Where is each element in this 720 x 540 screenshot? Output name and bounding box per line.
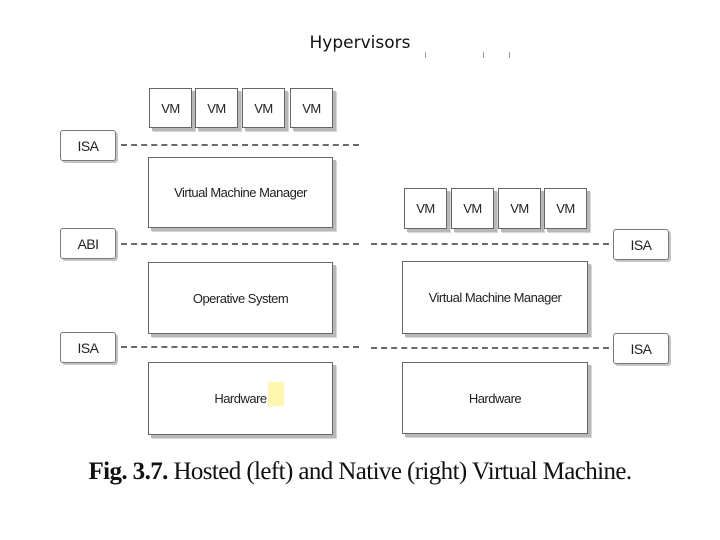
native-vm-box: VM — [544, 188, 587, 229]
hosted-vm-box: VM — [242, 88, 285, 128]
hosted-vm-box: VM — [149, 88, 192, 128]
native-vm-box: VM — [451, 188, 494, 229]
native-hardware-layer: Hardware — [402, 362, 588, 434]
text-highlight-mark — [268, 382, 284, 406]
hosted-abi-label: ABI — [60, 228, 116, 259]
figure-caption: Fig. 3.7. Hosted (left) and Native (righ… — [0, 458, 720, 486]
native-vm-box: VM — [498, 188, 541, 229]
cropped-text-fragment — [425, 52, 429, 58]
figure-number: Fig. 3.7. — [88, 458, 168, 485]
hosted-isa-lower-label: ISA — [60, 332, 116, 363]
hosted-isa-lower-divider — [121, 346, 359, 348]
native-isa-lower-label: ISA — [613, 333, 669, 364]
native-vmm-layer: Virtual Machine Manager — [402, 261, 588, 334]
hosted-vm-box: VM — [290, 88, 333, 128]
cropped-text-fragment — [483, 52, 487, 58]
hosted-hardware-layer: Hardware — [148, 362, 333, 435]
native-isa-upper-divider — [371, 243, 609, 245]
native-isa-upper-label: ISA — [613, 229, 669, 260]
hosted-isa-upper-divider — [121, 144, 359, 146]
page-title: Hypervisors — [309, 33, 411, 53]
native-isa-lower-divider — [371, 347, 609, 349]
hosted-os-layer: Operative System — [148, 262, 333, 334]
native-vm-box: VM — [404, 188, 447, 229]
hosted-abi-divider — [121, 243, 359, 245]
hosted-vm-box: VM — [195, 88, 238, 128]
figure-caption-text: Hosted (left) and Native (right) Virtual… — [173, 458, 632, 485]
hosted-isa-upper-label: ISA — [60, 130, 116, 161]
cropped-text-fragment — [509, 52, 513, 58]
hosted-vmm-layer: Virtual Machine Manager — [148, 157, 333, 228]
